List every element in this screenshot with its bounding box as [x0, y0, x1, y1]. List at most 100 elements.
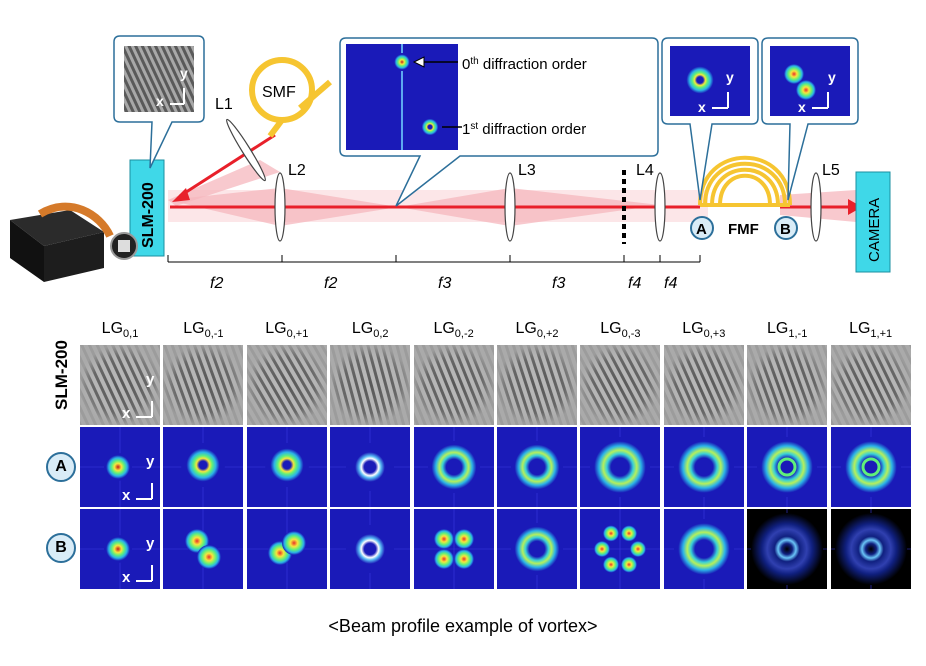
- column-label-base: LG: [101, 320, 124, 337]
- beam-output-arrow: [848, 199, 862, 215]
- focal-label-2: f2: [324, 275, 337, 292]
- smf-fiber-tail: [298, 79, 332, 111]
- callout-b-axes-icon: [812, 92, 829, 109]
- callout-slm-axis-y: y: [180, 65, 188, 81]
- tile-b-2: [246, 509, 327, 589]
- tile-b-8: [747, 509, 828, 589]
- lens-l2-label: L2: [288, 162, 306, 179]
- tile-a-1: [163, 427, 244, 507]
- row-label-slm: SLM-200: [52, 340, 71, 410]
- column-label-base: LG: [183, 320, 205, 337]
- focal-ticks: [167, 255, 701, 262]
- callout-slm-pattern: [124, 46, 194, 112]
- column-label-base: LG: [351, 320, 374, 337]
- column-label-9: LG1,+1: [831, 320, 911, 340]
- column-label-7: LG0,+3: [664, 320, 744, 340]
- beam-smf-arrow: [172, 188, 190, 202]
- column-label-4: LG0,-2: [414, 320, 494, 340]
- column-label-5: LG0,+2: [497, 320, 577, 340]
- lens-l4-label: L4: [636, 162, 654, 179]
- callout-b-axis-y: y: [828, 69, 836, 85]
- axis-x-label: x: [122, 405, 131, 422]
- fmf-coil: [698, 155, 792, 207]
- tile-a-6: [580, 427, 661, 507]
- column-label-subscript: 0,-3: [621, 328, 641, 341]
- tile-slm-9: [830, 345, 911, 425]
- column-label-subscript: 0,-2: [454, 328, 474, 341]
- callout-a-axis-x: x: [698, 99, 706, 115]
- column-label-3: LG0,2: [330, 320, 410, 340]
- callout-slm-axis-x: x: [156, 93, 164, 109]
- fmf-label: FMF: [728, 221, 759, 238]
- order1-label: 1st diffraction order: [462, 121, 586, 139]
- beam-from-smf: [179, 133, 276, 198]
- slm-box-label: SLM-200: [140, 182, 157, 248]
- point-a-label: A: [696, 221, 707, 238]
- column-label-subscript: 0,+1: [286, 328, 309, 341]
- column-label-base: LG: [849, 320, 871, 337]
- focal-label-3: f3: [438, 275, 451, 292]
- column-label-subscript: 1,+1: [870, 328, 893, 341]
- column-label-base: LG: [265, 320, 287, 337]
- axis-y-label: y: [146, 535, 155, 552]
- axis-x-label: x: [122, 487, 131, 504]
- column-label-base: LG: [515, 320, 537, 337]
- column-label-base: LG: [600, 320, 622, 337]
- tile-a-7: [663, 427, 744, 507]
- column-label-subscript: 1,-1: [788, 328, 808, 341]
- diffraction-order0-spot: [393, 53, 411, 71]
- order0-label: 0th diffraction order: [462, 56, 587, 74]
- camera-box-label: CAMERA: [866, 198, 883, 262]
- smf-label: SMF: [262, 84, 296, 101]
- focal-label-4: f3: [552, 275, 565, 292]
- column-label-8: LG1,-1: [747, 320, 827, 340]
- tile-b-5: [497, 509, 577, 589]
- column-label-0: LG0,1: [80, 320, 160, 340]
- callout-slm-axes-icon: [170, 88, 185, 105]
- column-label-subscript: 0,1: [123, 328, 139, 341]
- figure-caption: <Beam profile example of vortex>: [328, 616, 598, 636]
- tile-b-7: [663, 509, 744, 589]
- tile-slm-5: [497, 345, 577, 425]
- callout-a-axes-icon: [712, 92, 729, 109]
- tile-a-2: [246, 427, 327, 507]
- lens-l1-label: L1: [215, 96, 233, 113]
- column-label-6: LG0,-3: [580, 320, 660, 340]
- column-label-1: LG0,-1: [163, 320, 243, 340]
- axis-y-label: y: [146, 453, 155, 470]
- point-b-badge: [774, 216, 798, 240]
- lens-l3: [504, 172, 516, 242]
- row-label-b: B: [46, 533, 76, 563]
- column-label-subscript: 0,+2: [536, 328, 559, 341]
- callout-b-axis-x: x: [798, 99, 806, 115]
- tile-b-9: [830, 509, 911, 589]
- focal-label-1: f2: [210, 275, 223, 292]
- focal-label-6: f4: [664, 275, 677, 292]
- tile-a-9: [830, 427, 911, 507]
- row-label-a: A: [46, 452, 76, 482]
- focal-label-5: f4: [628, 275, 641, 292]
- tile-b-1: [163, 509, 244, 589]
- lens-l5-label: L5: [822, 162, 840, 179]
- lens-l3-label: L3: [518, 162, 536, 179]
- camera-box: [855, 171, 891, 273]
- lens-l4: [654, 172, 666, 242]
- tile-a-4: [413, 427, 494, 507]
- axis-x-label: x: [122, 569, 131, 586]
- lens-l1: [226, 118, 266, 182]
- column-label-base: LG: [767, 320, 789, 337]
- point-b-label: B: [780, 221, 791, 238]
- tile-b-3: [330, 509, 411, 589]
- smf-fiber-end: [267, 118, 285, 138]
- diffraction-order1-spot: [419, 116, 441, 138]
- tile-b-6: [580, 509, 661, 589]
- tile-slm-6: [580, 345, 661, 425]
- column-label-subscript: 0,2: [373, 328, 389, 341]
- lens-l5: [810, 172, 822, 242]
- column-label-subscript: 0,-1: [204, 328, 224, 341]
- lens-l2: [274, 172, 286, 242]
